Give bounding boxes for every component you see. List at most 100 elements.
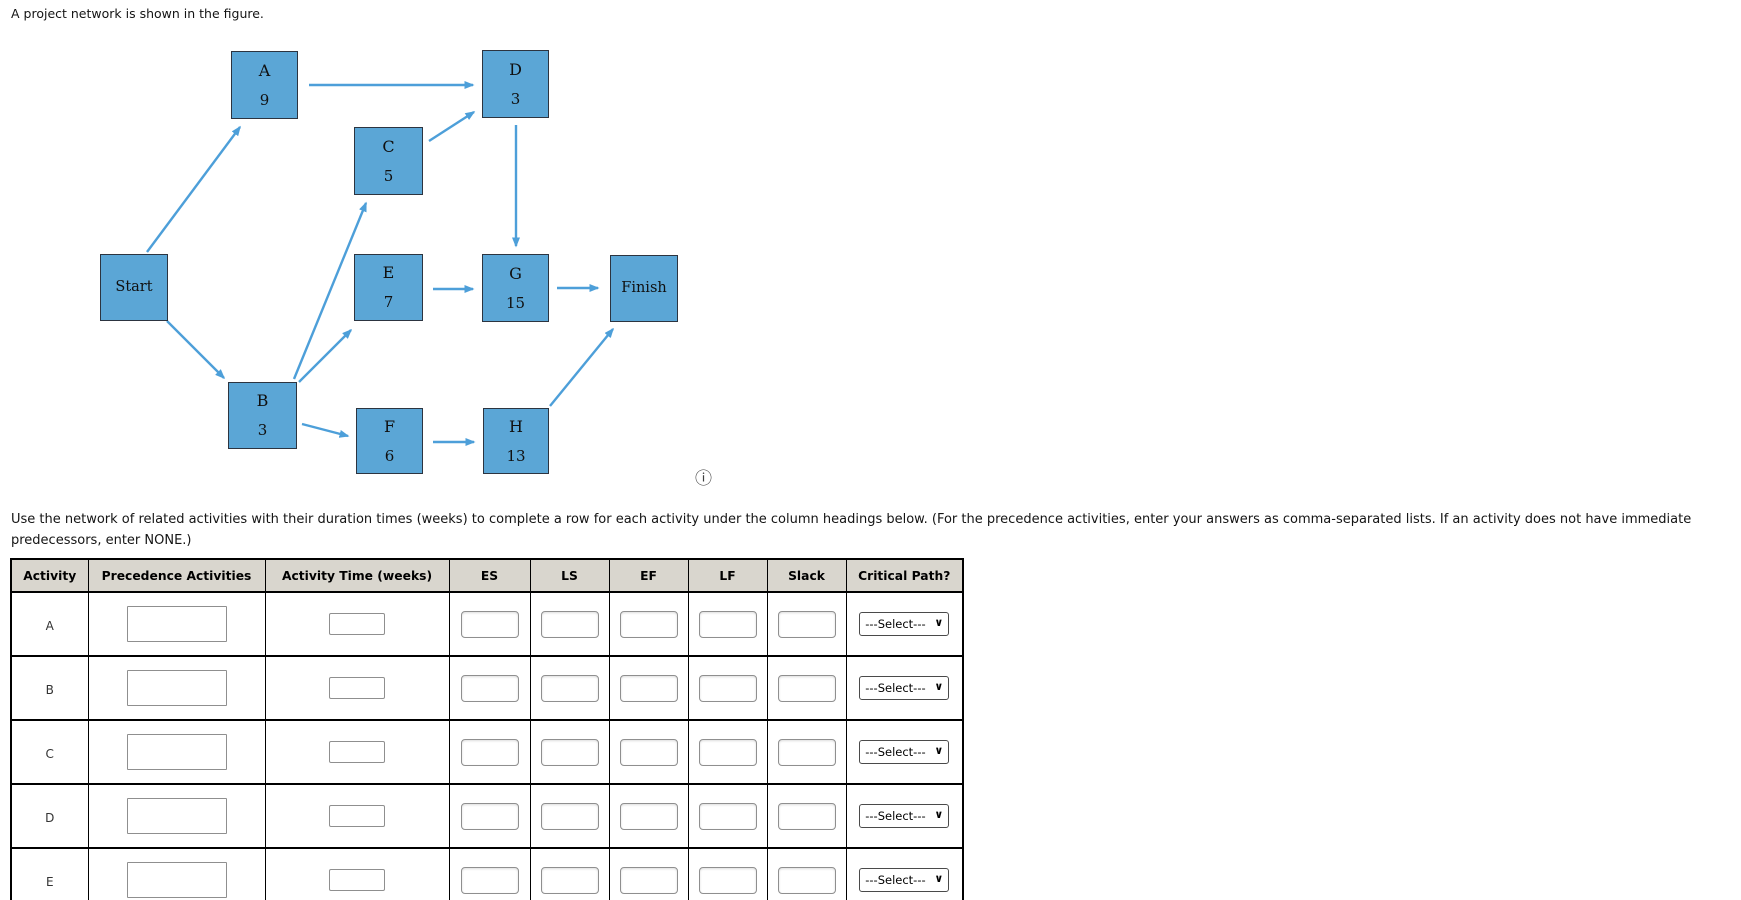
node-duration: 9 — [259, 90, 270, 109]
ls-input-c[interactable] — [540, 738, 599, 766]
critical-path-select-c[interactable]: ---Select--- — [859, 740, 950, 764]
lf-input-d[interactable] — [698, 802, 757, 830]
ef-input-e[interactable] — [619, 866, 678, 894]
es-input-d[interactable] — [460, 802, 519, 830]
node-duration: 3 — [510, 89, 521, 108]
critical-path-select-wrap: ---Select---∨ — [859, 868, 950, 892]
node-label: Finish — [621, 280, 667, 297]
lf-input-e[interactable] — [698, 866, 757, 894]
node-label: C — [382, 136, 395, 156]
arrow-h-to-finish — [549, 327, 614, 407]
ef-input-d[interactable] — [619, 802, 678, 830]
activity-label: C — [45, 746, 54, 761]
arrow-b-to-f — [301, 422, 350, 438]
activity-label: A — [45, 618, 54, 633]
column-header-ls: LS — [529, 558, 610, 593]
lf-input-b[interactable] — [698, 674, 757, 702]
ef-input-c[interactable] — [619, 738, 678, 766]
node-duration: 3 — [257, 421, 268, 439]
critical-path-select-wrap: ---Select---∨ — [859, 804, 950, 828]
node-duration: 7 — [383, 293, 394, 311]
activity-label: B — [45, 682, 54, 697]
node-label: D — [509, 59, 522, 79]
lf-input-a[interactable] — [698, 610, 757, 638]
network-edges — [146, 81, 614, 446]
table-row: A---Select---∨ — [10, 591, 964, 657]
arrow-start-to-a — [146, 125, 241, 253]
lf-input-c[interactable] — [698, 738, 757, 766]
node-label: H — [509, 416, 523, 436]
precedence-activities-input-b[interactable] — [126, 670, 227, 706]
node-duration: 15 — [505, 293, 526, 312]
ls-input-a[interactable] — [540, 610, 599, 638]
precedence-activities-input-a[interactable] — [126, 606, 227, 642]
precedence-activities-input-e[interactable] — [126, 862, 227, 898]
ls-input-d[interactable] — [540, 802, 599, 830]
table-row: D ---Select---∨ — [10, 783, 964, 849]
node-h: H 13 — [483, 408, 549, 474]
node-label: F — [383, 416, 396, 436]
slack-input-c[interactable] — [777, 738, 836, 766]
critical-path-select-d[interactable]: ---Select--- — [859, 804, 950, 828]
column-header-precedence-activities: Precedence Activities — [87, 558, 266, 593]
es-input-e[interactable] — [460, 866, 519, 894]
column-header-activity: Activity — [10, 558, 89, 593]
critical-path-select-wrap: ---Select---∨ — [859, 740, 950, 764]
arrow-c-to-d — [428, 110, 476, 143]
activity-time-input-e[interactable] — [329, 869, 385, 891]
node-label: G — [509, 263, 522, 283]
node-duration: 5 — [383, 166, 394, 185]
column-header-lf: LF — [687, 558, 768, 593]
arrow-b-to-e — [298, 328, 353, 383]
activity-time-input-a[interactable] — [329, 613, 385, 635]
slack-input-d[interactable] — [777, 802, 836, 830]
activity-label: D — [45, 810, 55, 825]
precedence-activities-input-d[interactable] — [126, 798, 227, 834]
ls-input-e[interactable] — [540, 866, 599, 894]
slack-input-b[interactable] — [777, 674, 836, 702]
critical-path-select-a[interactable]: ---Select--- — [859, 612, 950, 636]
table-row: C ---Select---∨ — [10, 719, 964, 785]
node-label: Start — [115, 279, 153, 296]
column-header-activity-time-weeks: Activity Time (weeks) — [264, 558, 450, 593]
table-row: E---Select---∨ — [10, 847, 964, 900]
column-header-ef: EF — [608, 558, 689, 593]
slack-input-a[interactable] — [777, 610, 836, 638]
table-row: B ---Select---∨ — [10, 655, 964, 721]
es-input-c[interactable] — [460, 738, 519, 766]
arrow-b-to-c — [292, 201, 368, 380]
activity-time-input-c[interactable] — [329, 741, 385, 763]
precedence-activities-input-c[interactable] — [126, 734, 227, 770]
node-label: E — [382, 263, 395, 282]
activity-time-input-b[interactable] — [329, 677, 385, 699]
node-g: G 15 — [482, 254, 549, 322]
node-label: B — [256, 391, 269, 410]
column-header-critical-path: Critical Path? — [845, 558, 964, 593]
node-duration: 6 — [384, 446, 395, 465]
activity-time-input-d[interactable] — [329, 805, 385, 827]
critical-path-select-e[interactable]: ---Select--- — [859, 868, 950, 892]
node-duration: 13 — [506, 446, 526, 465]
instructions-text: Use the network of related activities wi… — [11, 512, 1692, 548]
es-input-a[interactable] — [460, 610, 519, 638]
ef-input-b[interactable] — [619, 674, 678, 702]
es-input-b[interactable] — [460, 674, 519, 702]
node-finish: Finish — [610, 255, 678, 322]
critical-path-select-b[interactable]: ---Select--- — [859, 676, 950, 700]
node-start: Start — [100, 254, 168, 321]
critical-path-select-wrap: ---Select---∨ — [859, 676, 950, 700]
ls-input-b[interactable] — [540, 674, 599, 702]
slack-input-e[interactable] — [777, 866, 836, 894]
ef-input-a[interactable] — [619, 610, 678, 638]
info-icon[interactable]: ⓘ — [695, 469, 712, 489]
node-label: A — [258, 60, 271, 80]
